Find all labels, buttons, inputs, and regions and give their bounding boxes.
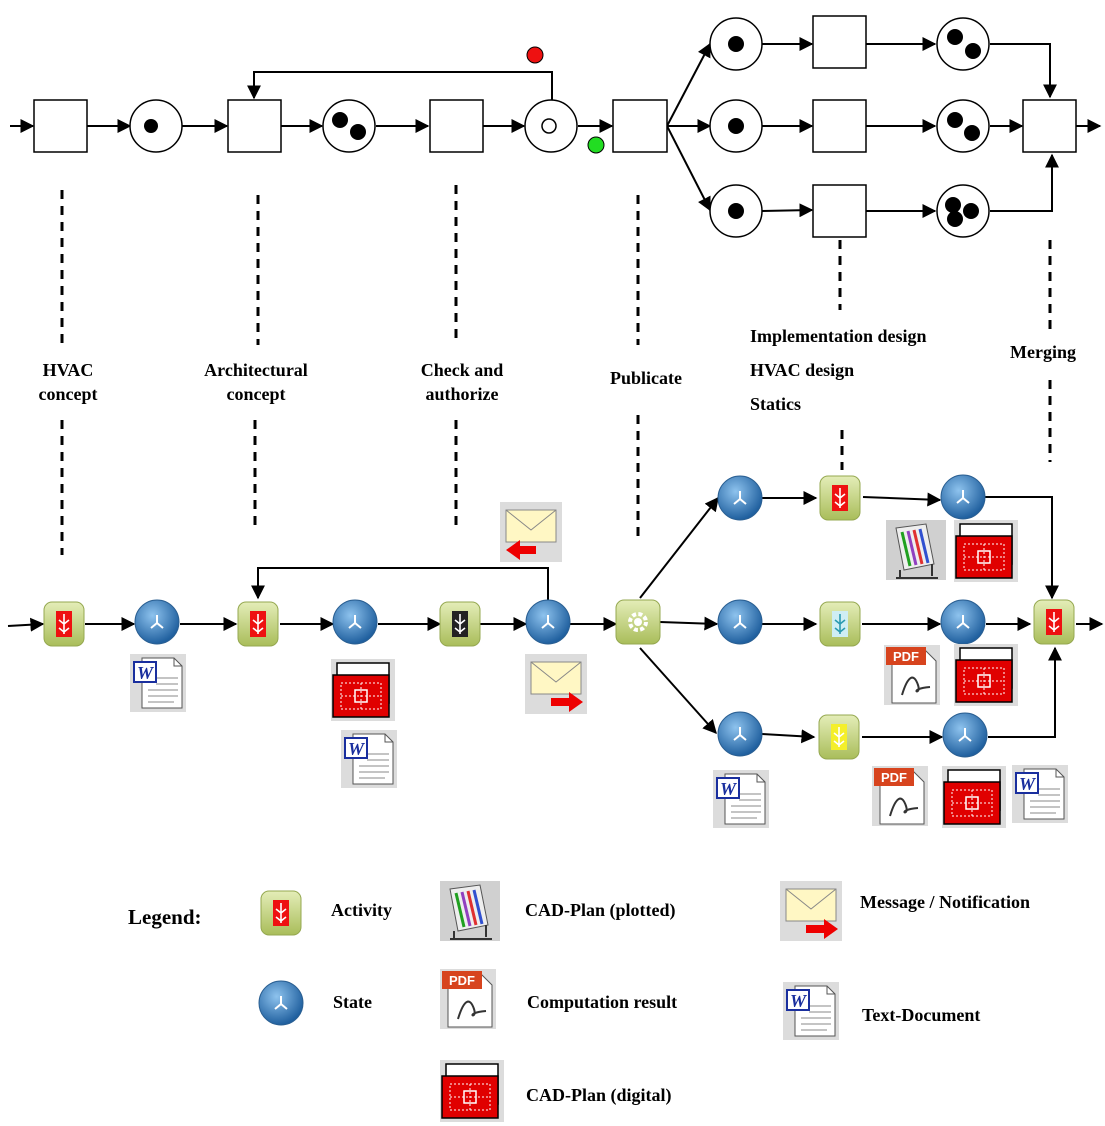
word-doc-icon [1011, 764, 1069, 824]
legend-computation-label: Computation result [527, 992, 678, 1012]
pdf-icon [871, 765, 929, 827]
legend-activity-label: Activity [331, 900, 392, 920]
petri-net [10, 15, 1102, 238]
legend-cad-digital-icon [439, 1059, 505, 1123]
legend-word-icon [782, 981, 840, 1041]
mail-outgoing-icon [524, 653, 588, 715]
legend-state-label: State [333, 992, 372, 1012]
legend-state-icon [258, 980, 304, 1026]
word-doc-icon [712, 769, 770, 829]
activity-icon [819, 475, 861, 521]
label-merging: Merging [1010, 342, 1076, 362]
legend-cad-plotted-icon [438, 879, 502, 943]
state-icon [332, 599, 378, 645]
activity-icon [237, 601, 279, 647]
label-check-authorize: Check and authorize [421, 358, 504, 406]
label-publicate: Publicate [610, 368, 682, 388]
legend-title: Legend: [128, 905, 202, 929]
label-line: Check and [420, 360, 504, 380]
state-icon [717, 599, 763, 645]
activity-icon-dark [439, 601, 481, 647]
mail-incoming-icon [499, 501, 563, 563]
legend-message-label: Message / Notification [860, 892, 1030, 912]
label-line: concept [226, 384, 286, 404]
state-icon [134, 599, 180, 645]
transition-merging [1022, 99, 1077, 153]
transition-hvac-design [812, 99, 867, 153]
state-icon [525, 599, 571, 645]
legend-cad-digital-label: CAD-Plan (digital) [526, 1085, 672, 1105]
cad-digital-icon [953, 519, 1019, 583]
label-line: authorize [425, 384, 499, 404]
transition-hvac [33, 99, 88, 153]
activity-icon [43, 601, 85, 647]
label-line: Architectural [204, 360, 308, 380]
label-architectural-concept: Architectural concept [204, 358, 308, 406]
pdf-icon [883, 644, 941, 706]
phase-connectors [60, 185, 1052, 555]
legend-activity-icon [260, 890, 302, 936]
state-icon [940, 474, 986, 520]
label-hvac-concept: HVAC concept [39, 358, 98, 406]
cad-digital-icon [941, 765, 1007, 829]
transition-architectural [227, 99, 282, 153]
legend-icons [258, 879, 843, 1123]
label-statics: Statics [750, 394, 801, 414]
activity-icon [1033, 599, 1075, 645]
word-doc-icon [340, 729, 398, 789]
red-marker [526, 46, 544, 64]
legend-pdf-icon [439, 968, 497, 1030]
workflow [7, 474, 1104, 829]
state-icon [717, 475, 763, 521]
state-icon [942, 712, 988, 758]
label-line: concept [38, 384, 98, 404]
legend-cad-plotted-label: CAD-Plan (plotted) [525, 900, 676, 920]
cad-digital-icon [953, 643, 1019, 707]
legend-mail-icon [779, 880, 843, 942]
cad-plotted-icon [884, 518, 948, 582]
activity-icon-cyan [819, 601, 861, 647]
transition-publicate [612, 99, 668, 153]
word-doc-icon [129, 653, 187, 713]
green-marker [587, 136, 605, 154]
transition-implementation [812, 15, 867, 69]
cad-digital-icon [330, 658, 396, 722]
label-implementation-design: Implementation design [750, 326, 927, 346]
transition-check [429, 99, 484, 153]
activity-icon-yellow [818, 714, 860, 760]
gear-activity-icon [615, 599, 661, 645]
label-hvac-design: HVAC design [750, 360, 855, 380]
state-icon [717, 711, 763, 757]
state-icon [940, 599, 986, 645]
legend-text-document-label: Text-Document [862, 1005, 981, 1025]
transition-statics [812, 184, 867, 238]
label-line: HVAC [42, 360, 94, 380]
